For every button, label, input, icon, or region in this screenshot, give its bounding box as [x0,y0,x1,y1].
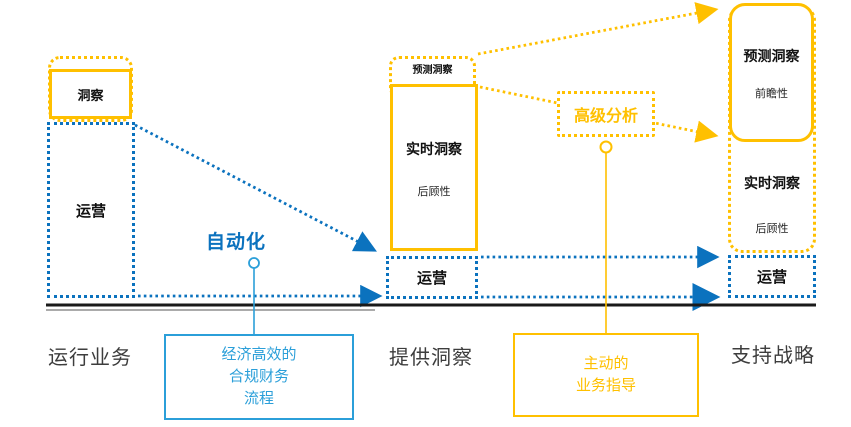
left-operations-label: 运营 [75,202,106,220]
right-forward-looking-label: 前瞻性 [755,88,788,100]
blue-callout-line-1: 经济高效的 [221,346,297,364]
middle-operations-label: 运营 [416,270,447,287]
blue-callout-box: 经济高效的 合规财务 流程 [164,334,354,420]
blue-callout-line-2: 合规财务 [228,368,289,386]
predictive-insight-arrow [477,2,719,56]
yellow-callout-line-1: 主动的 [583,355,629,373]
middle-operations-box: 运营 [386,256,478,299]
middle-realtime-box: 实时洞察 后顾性 [390,84,478,251]
blue-callout-line-3: 流程 [243,389,274,407]
stage-label-provide-insight: 提供洞察 [389,347,473,369]
analytics-connector-dot [599,140,613,154]
right-predictive-label: 预测洞察 [743,48,800,64]
automation-diagonal-arrow [134,123,377,252]
yellow-callout-box: 主动的 业务指导 [513,333,699,417]
right-retrospective-label: 后顾性 [755,223,789,235]
middle-retrospective-label: 后顾性 [417,186,451,198]
middle-predictive-label: 预测洞察 [412,65,453,76]
right-operations-box: 运营 [728,255,816,298]
left-operations-box: 运营 [47,122,135,298]
advanced-analytics-box: 高级分析 [557,91,655,137]
advanced-analytics-label: 高级分析 [573,108,638,125]
right-realtime-area: 实时洞察 后顾性 [728,143,816,253]
automation-connector-dot [248,257,260,269]
right-predictive-box: 预测洞察 前瞻性 [729,3,814,142]
stage-label-support-strategy: 支持战略 [731,345,815,367]
yellow-callout-line-2: 业务指导 [575,377,636,394]
right-realtime-label: 实时洞察 [744,175,800,191]
left-insight-box: 洞察 [49,69,132,119]
middle-realtime-label: 实时洞察 [406,141,462,157]
advanced-analytics-arrow [479,85,719,143]
stage-label-run-business: 运行业务 [48,347,132,369]
automation-label: 自动化 [206,232,267,253]
left-insight-label: 洞察 [77,87,104,103]
right-operations-label: 运营 [756,269,787,286]
